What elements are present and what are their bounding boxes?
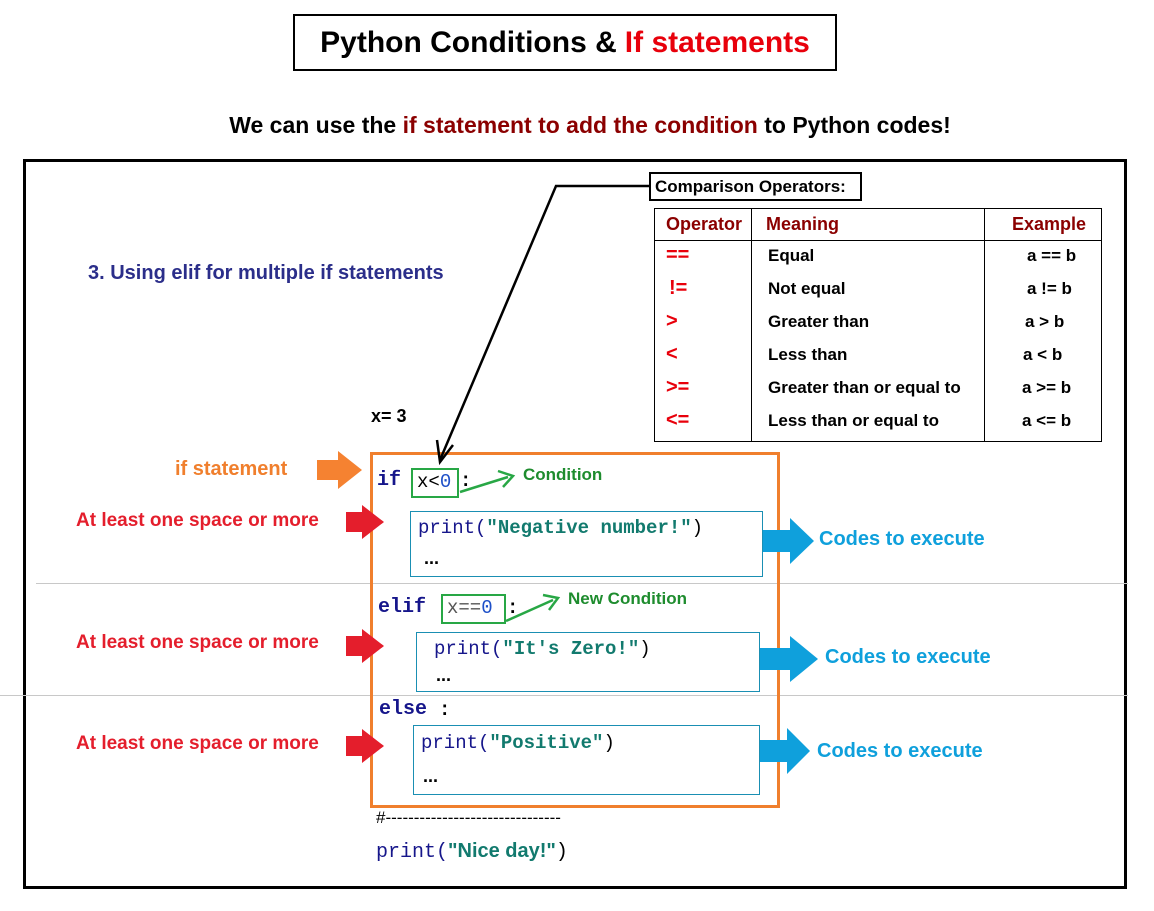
close-paren: ) xyxy=(555,841,568,864)
subtitle-part2: if statement to add the condition xyxy=(402,112,758,138)
operator-example: a <= b xyxy=(1022,411,1072,430)
elif-colon: : xyxy=(507,597,519,619)
red-arrow-icon xyxy=(346,729,384,763)
codes-to-execute-label: Codes to execute xyxy=(825,646,991,668)
print-string: "Positive" xyxy=(489,732,604,754)
else-colon: : xyxy=(439,699,451,721)
red-arrow-icon xyxy=(346,629,384,663)
operator-meaning: Not equal xyxy=(768,279,846,298)
if-statement-label: if statement xyxy=(175,458,288,480)
header-example: Example xyxy=(1012,214,1087,234)
print-call: print( xyxy=(434,638,503,660)
operator-meaning: Greater than or equal to xyxy=(768,378,961,397)
condition-label: Condition xyxy=(523,465,603,484)
operator-symbol: <= xyxy=(666,409,690,431)
operator-meaning: Less than xyxy=(768,345,848,364)
if-condition-var: x< xyxy=(417,471,440,493)
green-arrow-icon xyxy=(497,469,516,488)
blue-arrow-icon xyxy=(763,518,814,564)
section-heading: 3. Using elif for multiple if statements xyxy=(88,262,444,284)
table-divider xyxy=(984,209,985,441)
operator-example: a != b xyxy=(1027,279,1072,298)
elif-condition-var: x== xyxy=(447,597,482,619)
operator-example: a > b xyxy=(1025,312,1065,331)
ellipsis: ... xyxy=(424,548,440,568)
table-header xyxy=(655,209,1101,241)
if-colon: : xyxy=(460,470,472,492)
x-assignment: x= 3 xyxy=(371,406,407,426)
blue-arrow-icon xyxy=(760,636,818,682)
separator-line xyxy=(0,695,1128,696)
print-string: "Nice day!" xyxy=(448,840,556,862)
subtitle-part1: We can use the xyxy=(229,112,397,138)
green-arrow-icon xyxy=(459,475,509,494)
operator-example: a == b xyxy=(1027,246,1077,265)
elif-body-box: print("It's Zero!") ... xyxy=(416,632,760,692)
title-part1: Python Conditions & xyxy=(320,25,617,59)
main-frame xyxy=(23,159,1127,889)
codes-to-execute-label: Codes to execute xyxy=(819,528,985,550)
close-paren: ) xyxy=(603,732,615,754)
title-part2: If statements xyxy=(624,25,810,59)
leader-line xyxy=(438,184,650,461)
table-row: < Less than a < b xyxy=(655,341,1101,374)
else-keyword: else xyxy=(379,698,428,721)
operator-symbol: > xyxy=(666,310,678,332)
indentation-label: At least one space or more xyxy=(76,510,319,531)
codes-to-execute-label: Codes to execute xyxy=(817,740,983,762)
table-row: > Greater than a > b xyxy=(655,308,1101,341)
title-box: Python Conditions & If statements xyxy=(293,14,837,71)
table-row: == Equal a == b xyxy=(655,242,1101,275)
header-meaning: Meaning xyxy=(766,214,840,234)
table-row: != Not equal a != b xyxy=(655,275,1101,308)
table-row: <= Less than or equal to a <= b xyxy=(655,407,1101,440)
print-string: "Negative number!" xyxy=(486,517,692,539)
blue-arrow-icon xyxy=(760,728,810,774)
operator-example: a < b xyxy=(1023,345,1063,364)
ellipsis: ... xyxy=(423,766,439,786)
elif-condition-num: 0 xyxy=(481,597,493,619)
close-paren: ) xyxy=(639,638,651,660)
if-condition-num: 0 xyxy=(439,471,452,493)
green-arrow-icon xyxy=(542,593,561,611)
subtitle-part3: to Python codes! xyxy=(764,112,951,138)
orange-arrow-icon xyxy=(317,451,362,489)
elif-keyword: elif xyxy=(378,596,427,619)
operator-symbol: >= xyxy=(666,376,690,398)
comparison-table: Operator Meaning Example == Equal a == b… xyxy=(654,208,1102,442)
operator-symbol: < xyxy=(666,343,678,365)
elif-condition-box: x==0 xyxy=(441,594,506,624)
operator-symbol: == xyxy=(666,244,690,266)
subtitle: We can use the if statement to add the c… xyxy=(0,112,1154,139)
if-body-box: print("Negative number!") ... xyxy=(410,511,763,577)
indentation-label: At least one space or more xyxy=(76,733,319,754)
ellipsis: ... xyxy=(436,665,452,685)
if-condition-box: x<0 xyxy=(411,468,459,498)
operator-meaning: Less than or equal to xyxy=(768,411,939,430)
if-block-box xyxy=(370,452,780,808)
print-call: print( xyxy=(421,732,490,754)
print-string: "It's Zero!" xyxy=(502,638,640,660)
operator-meaning: Equal xyxy=(768,246,815,265)
indentation-label: At least one space or more xyxy=(76,632,319,653)
red-arrow-icon xyxy=(346,505,384,539)
comment-line: #------------------------------- xyxy=(376,808,561,827)
table-divider xyxy=(751,209,752,441)
operator-meaning: Greater than xyxy=(768,312,870,331)
table-row: >= Greater than or equal to a >= b xyxy=(655,374,1101,407)
operator-example: a >= b xyxy=(1022,378,1072,397)
print-call: print( xyxy=(418,517,487,539)
header-operator: Operator xyxy=(666,214,743,234)
black-arrowhead-icon xyxy=(435,439,454,466)
close-paren: ) xyxy=(691,517,704,539)
if-keyword: if xyxy=(377,469,402,492)
print-call: print( xyxy=(376,841,449,864)
else-body-box: print("Positive") ... xyxy=(413,725,760,795)
green-arrow-icon xyxy=(505,598,554,623)
new-condition-label: New Condition xyxy=(568,589,687,608)
comparison-title: Comparison Operators: xyxy=(649,172,862,201)
separator-line xyxy=(36,583,1128,584)
operator-symbol: != xyxy=(669,277,688,299)
